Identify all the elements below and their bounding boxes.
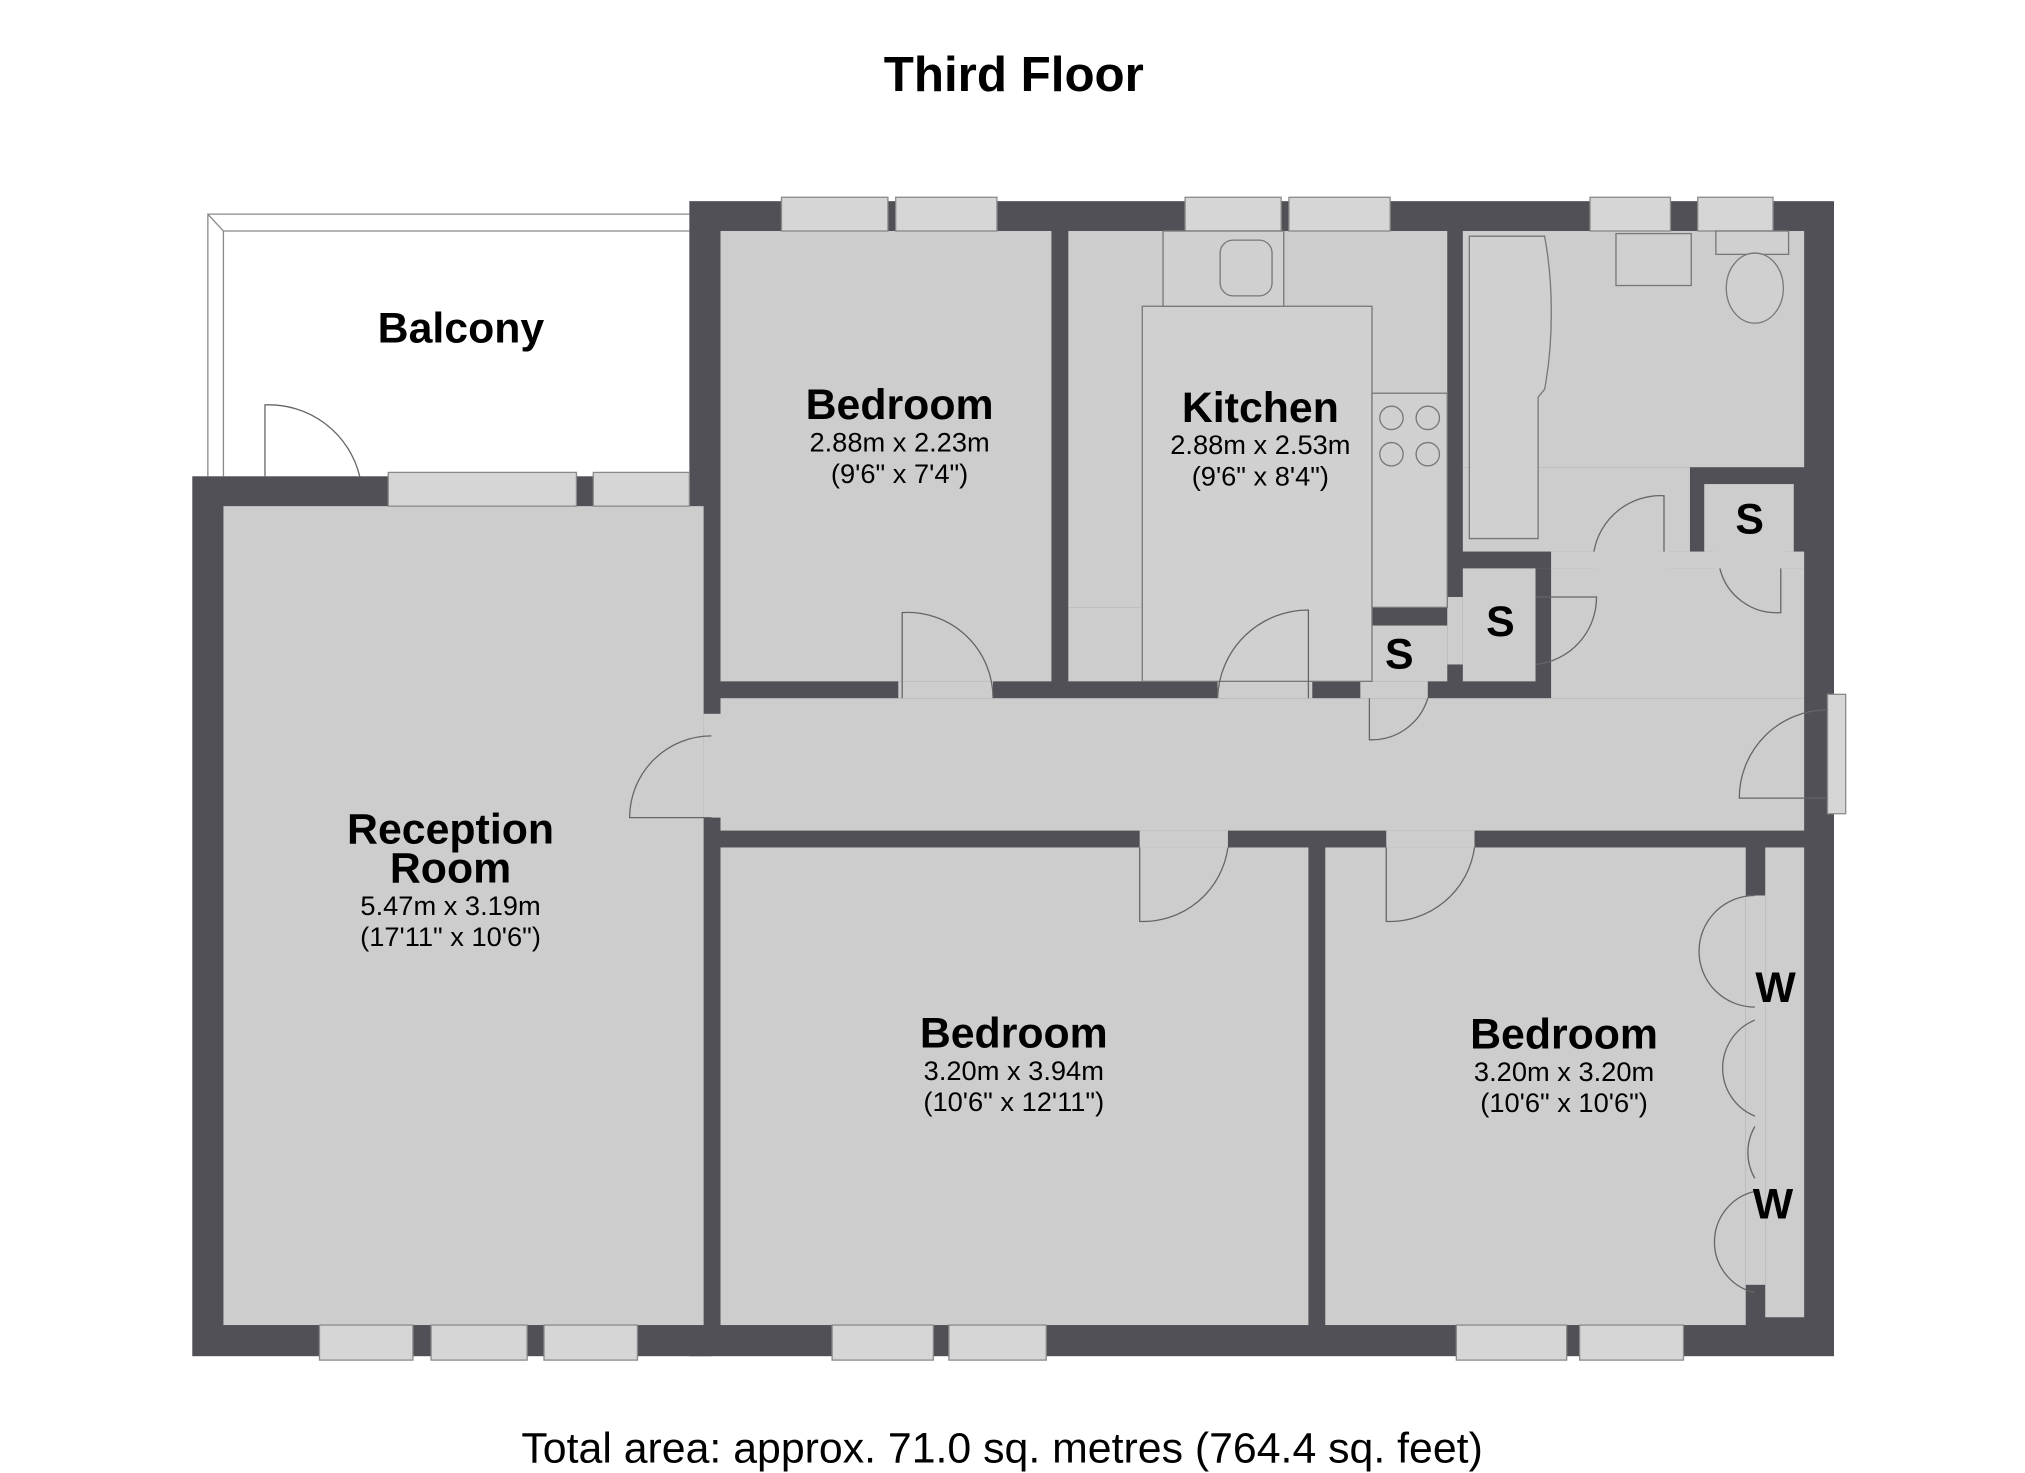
reception-imperial: (17'11" x 10'6")	[360, 921, 541, 952]
bath-icon	[1468, 235, 1552, 540]
wardrobe-label: W	[1755, 964, 1796, 1012]
bedroom3-floor	[1325, 847, 1746, 1326]
storage-label: S	[1486, 598, 1515, 646]
rooms-floor	[223, 231, 1805, 1326]
toilet-icon	[1725, 252, 1785, 324]
wardrobe-label: W	[1753, 1181, 1794, 1229]
storage2-floor	[1462, 568, 1536, 682]
windows	[318, 196, 1847, 1361]
balcony-door	[264, 404, 361, 477]
worktop	[1141, 305, 1373, 682]
kitchen-sink	[1219, 239, 1273, 297]
wardrobe-floor	[1765, 847, 1805, 1318]
bedroom2-imperial: (10'6" x 12'11")	[923, 1086, 1104, 1117]
bedroom1-label: Bedroom	[806, 381, 994, 429]
hallway-floor	[720, 698, 1805, 831]
hob-icon	[1379, 405, 1441, 467]
bedroom1-metric: 2.88m x 2.23m	[809, 427, 989, 458]
floor-title: Third Floor	[884, 47, 1144, 102]
balcony	[207, 213, 690, 477]
bedroom2-label: Bedroom	[920, 1009, 1108, 1057]
reception-floor	[223, 506, 704, 1326]
reception-metric: 5.47m x 3.19m	[360, 890, 540, 921]
storage-label: S	[1385, 630, 1414, 678]
storage-label: S	[1735, 495, 1764, 543]
bedroom1-imperial: (9'6" x 7'4")	[831, 458, 968, 489]
basin-icon	[1615, 232, 1692, 287]
reception-label-line1: Reception	[347, 806, 554, 854]
bedroom1-floor	[720, 231, 1052, 682]
bedroom2-floor	[720, 847, 1309, 1326]
balcony-label: Balcony	[378, 305, 545, 353]
total-area: Total area: approx. 71.0 sq. metres (764…	[521, 1425, 1482, 1473]
kitchen-label: Kitchen	[1182, 384, 1339, 432]
bedroom3-metric: 3.20m x 3.20m	[1474, 1056, 1654, 1087]
bedroom2-metric: 3.20m x 3.94m	[924, 1055, 1104, 1086]
fixtures	[1141, 230, 1790, 682]
kitchen-metric: 2.88m x 2.53m	[1170, 429, 1350, 460]
reception-label-line2: Room	[390, 845, 511, 893]
bedroom3-label: Bedroom	[1470, 1011, 1658, 1059]
doors	[629, 495, 1828, 1294]
storage1-floor	[1704, 484, 1794, 552]
bedroom3-imperial: (10'6" x 10'6")	[1480, 1087, 1648, 1118]
kitchen-imperial: (9'6" x 8'4")	[1192, 460, 1329, 491]
